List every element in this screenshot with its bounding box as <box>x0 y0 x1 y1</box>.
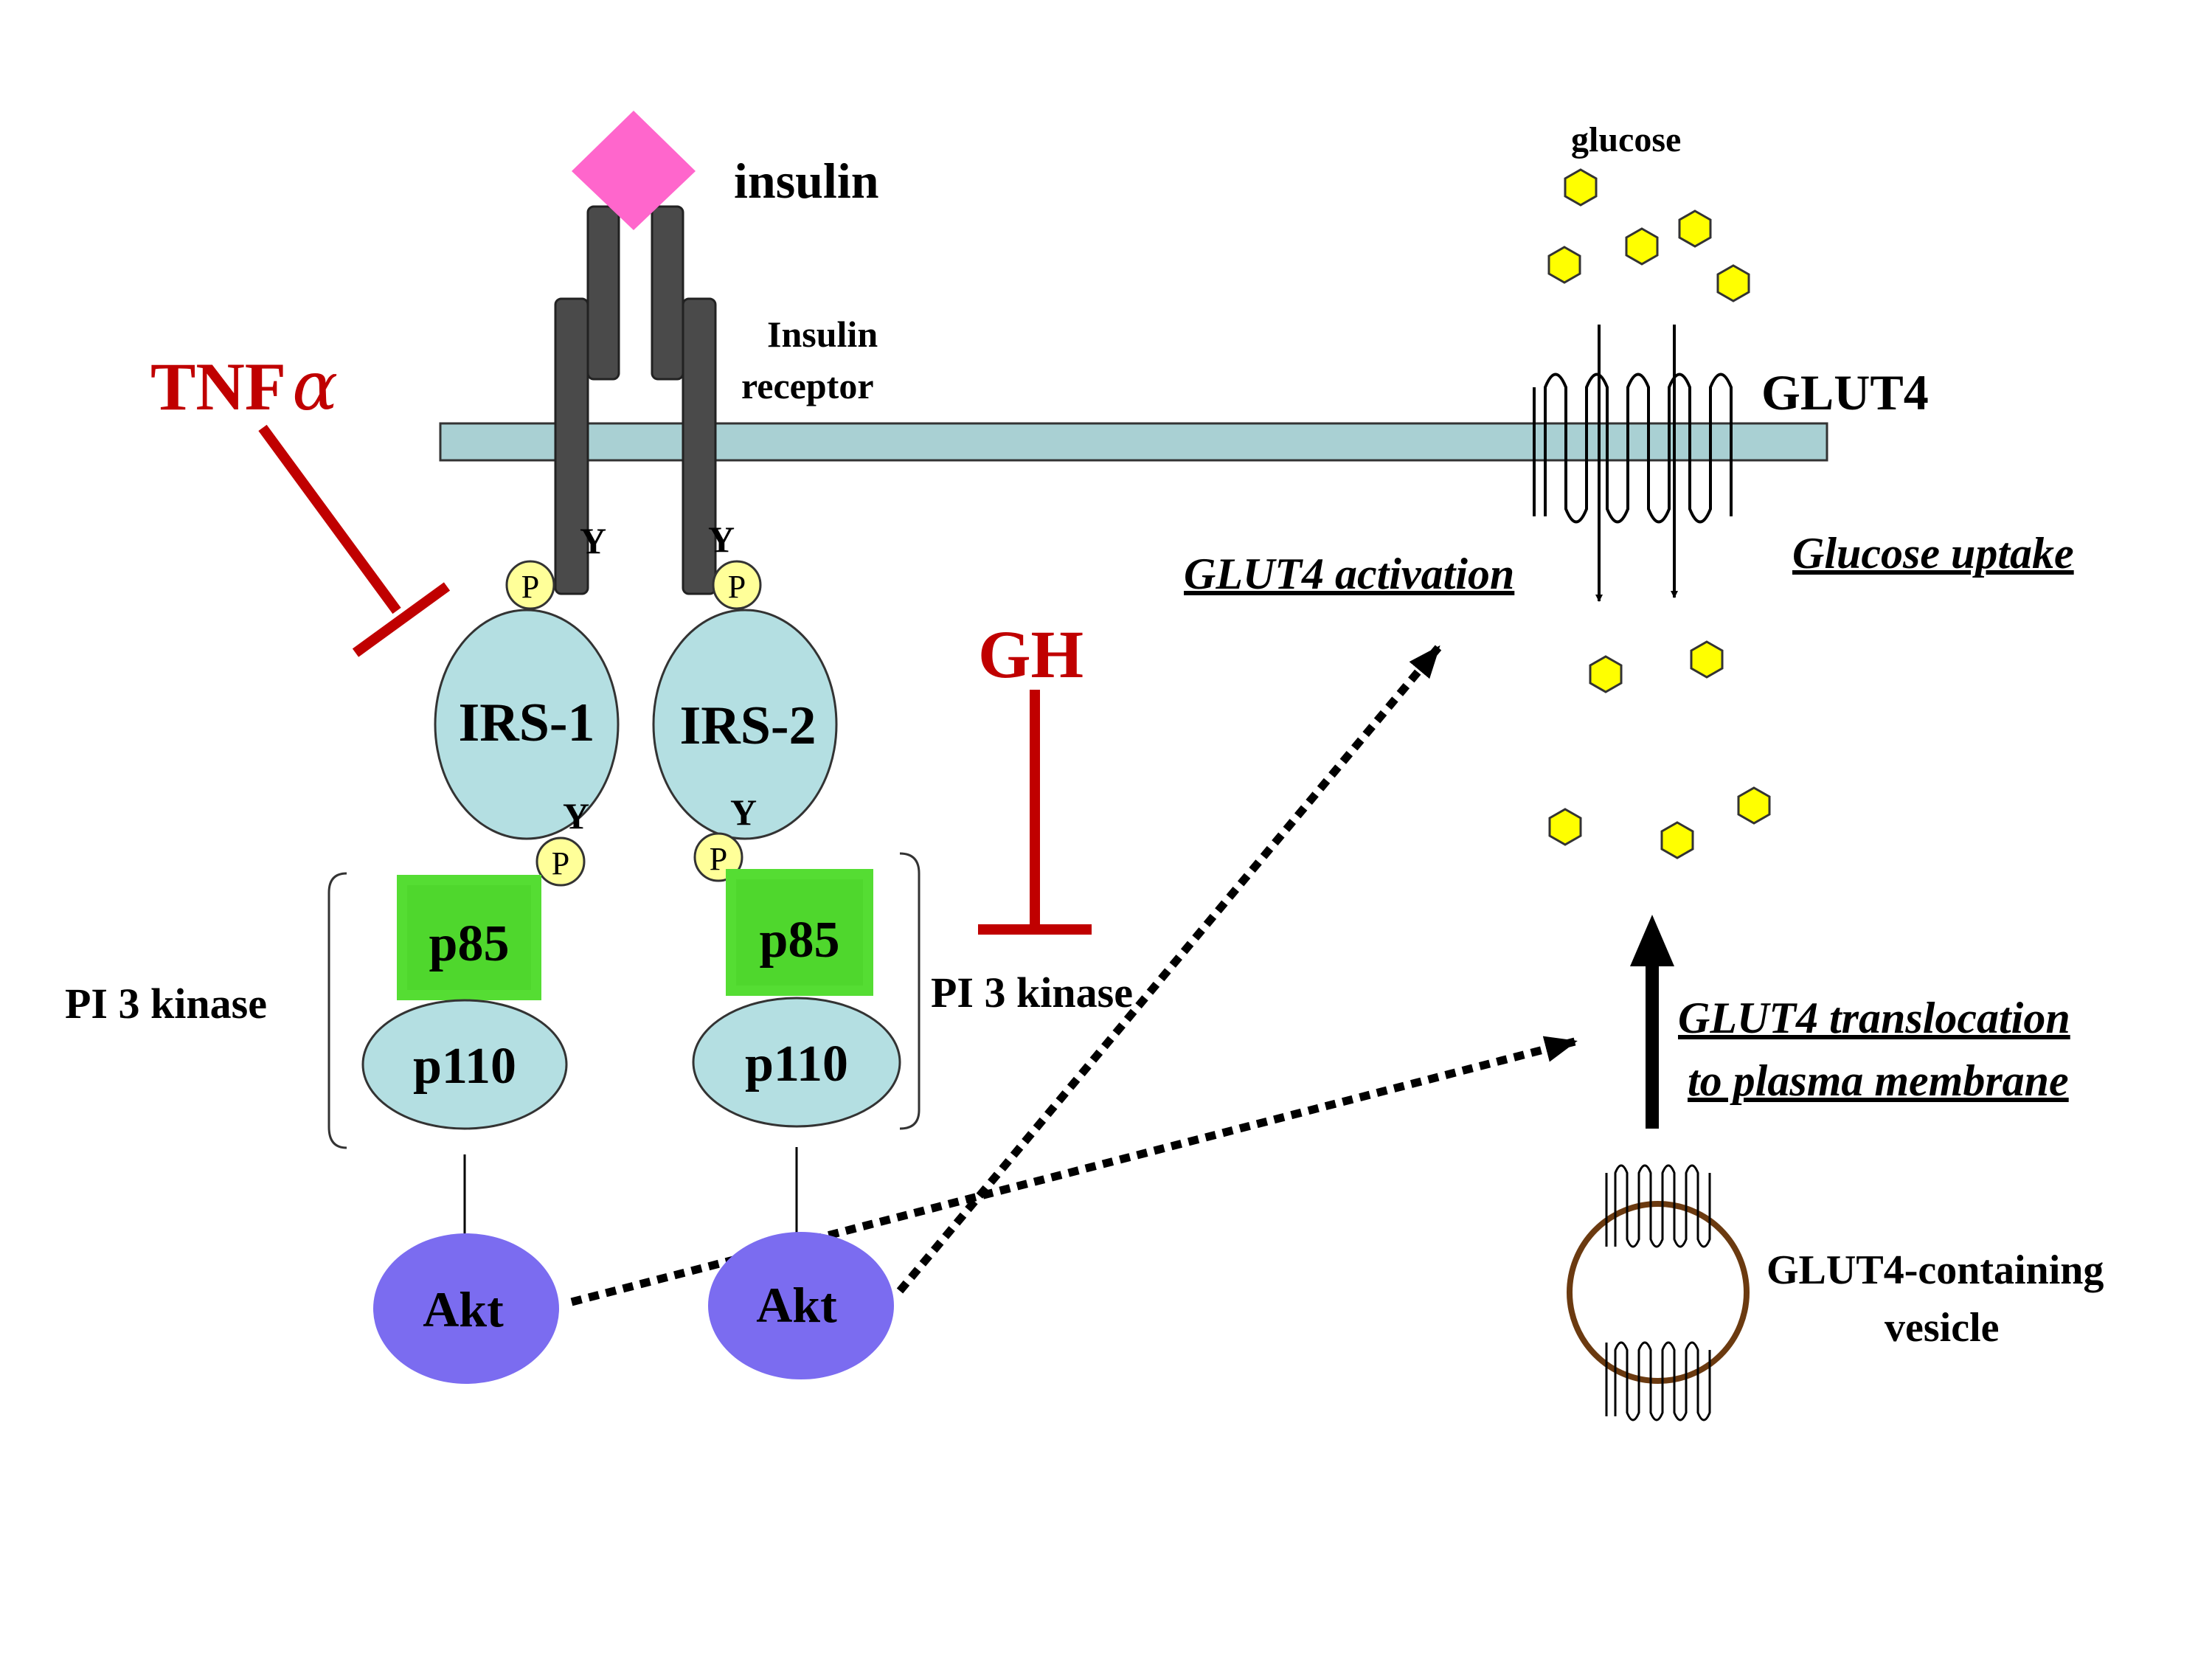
receptor-tyrosine-left: Y <box>580 520 606 561</box>
vesicle-label-line1: GLUT4-containing <box>1767 1247 2104 1293</box>
glucose-hexagon-icon <box>1690 640 1724 679</box>
glucose-hexagon-icon <box>1660 821 1694 859</box>
glut4-label: GLUT4 <box>1761 364 1929 420</box>
insulin-diamond-icon <box>572 111 696 230</box>
svg-text:p110: p110 <box>745 1036 848 1092</box>
svg-text:P: P <box>728 569 746 605</box>
irs-1-tyrosine: Y <box>563 795 589 837</box>
akt-left: Akt <box>373 1233 559 1384</box>
irs-2-label: IRS-2 <box>679 696 816 756</box>
pi3k-left-label: PI 3 kinase <box>65 980 267 1028</box>
glucose-label: glucose <box>1571 120 1681 159</box>
svg-text:p85: p85 <box>429 915 510 972</box>
gh-label: GH <box>978 617 1084 692</box>
glut4-translocation-label-line2: to plasma membrane <box>1688 1056 2069 1105</box>
pi3k-right-label: PI 3 kinase <box>931 969 1133 1016</box>
glucose-hexagon-icon <box>1564 168 1598 207</box>
insulin-label: insulin <box>734 153 879 209</box>
p85-left: p85 <box>397 875 541 1000</box>
glut4-vesicle <box>1567 1201 1750 1384</box>
glucose-hexagon-icon <box>1678 209 1712 248</box>
svg-text:P: P <box>710 841 727 877</box>
p110-left: p110 <box>361 999 568 1130</box>
gh-inhibition-bar <box>978 690 1092 935</box>
svg-text:P: P <box>552 845 569 882</box>
glucose-hexagon-icon <box>1716 264 1750 302</box>
p110-right: p110 <box>692 997 901 1128</box>
receptor-tyrosine-right: Y <box>708 519 735 560</box>
insulin-receptor <box>554 205 717 595</box>
phospho-badge-receptor-left: P <box>505 560 555 610</box>
vesicle-glut4-top <box>1605 1164 1711 1248</box>
p85-right: p85 <box>726 869 873 996</box>
svg-text:p110: p110 <box>413 1038 516 1095</box>
phospho-badge-receptor-right: P <box>712 560 762 610</box>
dotted-arrow-akt-to-activation <box>896 645 1442 1294</box>
irs-2-ellipse <box>652 609 838 840</box>
pi3k-right-bracket <box>899 852 920 1130</box>
akt-right: Akt <box>708 1232 894 1379</box>
svg-text:p85: p85 <box>760 912 840 969</box>
dotted-arrow-akt-to-translocation <box>570 1036 1578 1306</box>
translocation-arrow <box>1630 915 1674 1129</box>
irs-2-tyrosine: Y <box>730 792 757 833</box>
svg-text:Akt: Akt <box>756 1277 837 1333</box>
vesicle-label-line2: vesicle <box>1885 1305 1999 1351</box>
glucose-molecules <box>1547 168 1771 859</box>
glucose-hexagon-icon <box>1737 786 1771 825</box>
plasma-membrane <box>439 422 1828 462</box>
glut4-translocation-label-line1: GLUT4 translocation <box>1678 994 2070 1042</box>
glut4-transporter <box>1533 373 1733 524</box>
receptor-label-line2: receptor <box>741 365 874 406</box>
receptor-label-line1: Insulin <box>767 314 878 355</box>
irs-1-ellipse <box>434 609 620 840</box>
glucose-hexagon-icon <box>1547 246 1581 284</box>
pi3k-left-bracket <box>327 872 347 1149</box>
tnf-alpha-label: TNFα <box>150 347 338 426</box>
glut4-activation-label: GLUT4 activation <box>1184 550 1514 598</box>
vesicle-glut4-bottom <box>1605 1341 1711 1421</box>
glucose-hexagon-icon <box>1548 808 1582 846</box>
glucose-hexagon-icon <box>1625 227 1659 266</box>
glucose-uptake-label: Glucose uptake <box>1792 529 2074 578</box>
irs-1-label: IRS-1 <box>458 693 594 753</box>
glucose-hexagon-icon <box>1589 655 1623 693</box>
svg-text:P: P <box>521 569 539 605</box>
phospho-badge-irs-1: P <box>535 837 586 887</box>
tnf-inhibition-bar <box>258 424 451 657</box>
svg-text:Akt: Akt <box>423 1281 504 1337</box>
